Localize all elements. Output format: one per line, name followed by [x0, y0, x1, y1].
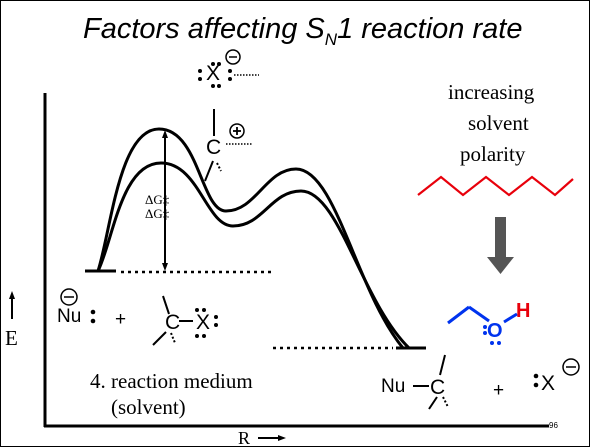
product-nu-label: Nu	[381, 376, 406, 397]
alcohol-structure	[447, 305, 518, 345]
ts-carbon-label: C	[206, 136, 222, 159]
x-axis-label: R	[238, 428, 251, 447]
transition-state	[198, 49, 259, 182]
reactant-nu-label: Nu	[57, 306, 82, 327]
alcohol-oxygen-label: O	[487, 320, 503, 342]
factor-label-line2: (solvent)	[111, 395, 186, 419]
product-halide-label: X	[541, 372, 556, 395]
reactant-halide-label: X	[196, 311, 211, 334]
delta-g-upper-label: ΔG‡	[145, 192, 170, 207]
trend-label-line3: polarity	[460, 142, 526, 166]
polarity-arrow-head-icon	[487, 257, 514, 274]
y-axis-label: E	[5, 326, 18, 350]
product-plus: +	[493, 380, 505, 401]
slide-title: Factors affecting SN1 reaction rate	[83, 13, 523, 49]
delta-g-lower-label: ΔG‡	[145, 206, 170, 221]
products	[413, 354, 580, 410]
factor-label-line1: 4. reaction medium	[90, 369, 253, 393]
energy-curve-upper	[96, 127, 405, 349]
reactant-plus: +	[115, 309, 127, 330]
trend-label-line1: increasing	[448, 80, 535, 104]
polarity-arrow-shaft	[495, 217, 506, 259]
energy-curve-lower	[96, 161, 411, 350]
alcohol-hydrogen-label: H	[516, 300, 531, 322]
page-number: 96	[549, 421, 558, 430]
reactant-carbon-label: C	[165, 311, 181, 334]
reactants	[60, 288, 218, 346]
product-carbon-label: C	[430, 376, 446, 399]
trend-label-line2: solvent	[468, 111, 529, 135]
ts-halide-label: X	[206, 62, 221, 85]
alkane-zigzag	[417, 175, 574, 197]
